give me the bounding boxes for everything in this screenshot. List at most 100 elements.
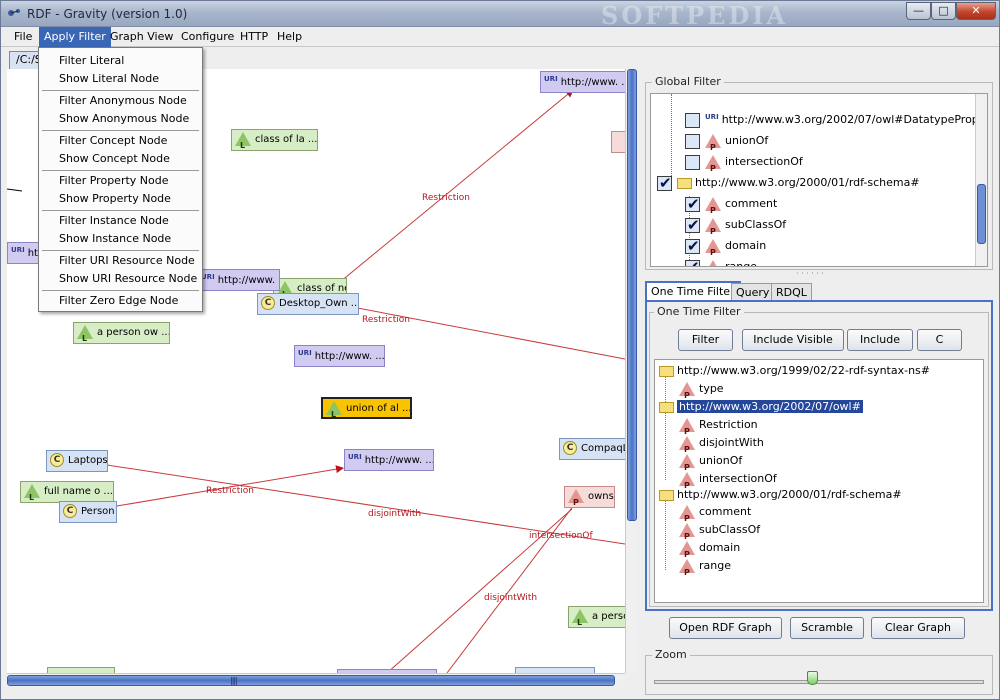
property-icon: P xyxy=(705,155,721,173)
menu-separator xyxy=(42,290,199,291)
literal-icon: L xyxy=(77,325,93,343)
open-rdf-graph-button[interactable]: Open RDF Graph xyxy=(669,617,782,639)
filter-button[interactable]: Filter xyxy=(678,329,733,351)
maximize-button[interactable]: □ xyxy=(931,2,956,20)
global-item-rdfschema[interactable]: http://www.w3.org/2000/01/rdf-schema# xyxy=(657,173,920,193)
checkbox[interactable] xyxy=(657,173,672,193)
zoom-slider-track[interactable] xyxy=(654,680,984,684)
menu-item-filter-concept-node[interactable]: Filter Concept Node xyxy=(59,134,168,147)
menu-item-filter-property-node[interactable]: Filter Property Node xyxy=(59,174,169,187)
menu-file[interactable]: File xyxy=(14,30,33,43)
global-filter-scrollbar[interactable] xyxy=(975,94,987,266)
graph-vertical-scrollbar[interactable] xyxy=(625,69,637,673)
edge-intersection xyxy=(446,500,578,673)
checkbox[interactable] xyxy=(685,134,700,149)
global-filter-scroll-thumb[interactable] xyxy=(977,184,986,244)
menu-separator xyxy=(42,90,199,91)
menu-item-show-instance-node[interactable]: Show Instance Node xyxy=(59,232,172,245)
include-visible-button[interactable]: Include Visible xyxy=(742,329,844,351)
literal-node-clipped-1[interactable] xyxy=(47,667,115,673)
splitter[interactable]: · · · · · · xyxy=(641,269,997,281)
edge-restriction-2 xyxy=(346,305,625,360)
ot-item-rdf-schema[interactable]: http://www.w3.org/2000/01/rdf-schema# xyxy=(659,485,902,505)
menu-http[interactable]: HTTP xyxy=(240,30,269,43)
checkbox[interactable] xyxy=(685,155,700,170)
one-time-filter-tree[interactable]: http://www.w3.org/1999/02/22-rdf-syntax-… xyxy=(654,359,984,603)
checkbox[interactable] xyxy=(685,257,700,266)
menu-item-filter-zero-edge-node[interactable]: Filter Zero Edge Node xyxy=(59,294,179,307)
checkbox[interactable] xyxy=(685,113,700,128)
zoom-slider-thumb[interactable] xyxy=(807,671,818,685)
menu-item-show-concept-node[interactable]: Show Concept Node xyxy=(59,152,170,165)
menu-item-show-literal-node[interactable]: Show Literal Node xyxy=(59,72,159,85)
property-node-edge[interactable] xyxy=(611,131,625,153)
c-button[interactable]: C xyxy=(917,329,962,351)
property-icon: P xyxy=(705,218,721,236)
scramble-button[interactable]: Scramble xyxy=(790,617,864,639)
menu-apply-filter[interactable]: Apply Filter xyxy=(39,27,111,47)
property-icon: P xyxy=(679,418,695,436)
graph-horizontal-scrollbar[interactable]: |||| xyxy=(7,673,625,687)
ot-item-rdf-syntax[interactable]: http://www.w3.org/1999/02/22-rdf-syntax-… xyxy=(659,361,930,381)
menu-help[interactable]: Help xyxy=(277,30,303,43)
graph-horizontal-scroll-thumb[interactable]: |||| xyxy=(7,675,615,686)
minimize-button[interactable]: — xyxy=(906,2,931,20)
graph-vertical-scroll-thumb[interactable] xyxy=(627,69,637,521)
menu-item-filter-anonymous-node[interactable]: Filter Anonymous Node xyxy=(59,94,187,107)
include-button[interactable]: Include xyxy=(847,329,913,351)
literal-node-aperson[interactable]: La perso xyxy=(568,606,625,628)
menu-item-show-property-node[interactable]: Show Property Node xyxy=(59,192,171,205)
menu-configure[interactable]: Configure xyxy=(181,30,235,43)
checkbox[interactable] xyxy=(685,215,700,235)
menu-item-filter-literal[interactable]: Filter Literal xyxy=(59,54,125,67)
tab-rdql[interactable]: RDQL xyxy=(771,283,812,302)
title-bar[interactable]: RDF - Gravity (version 1.0) SOFTPEDIA — … xyxy=(1,1,999,30)
ot-item-owl[interactable]: http://www.w3.org/2002/07/owl# xyxy=(659,397,863,417)
concept-node-clipped[interactable] xyxy=(515,667,595,673)
uri-node-clipped[interactable] xyxy=(337,669,437,673)
literal-icon: L xyxy=(326,401,342,417)
menu-graph-view[interactable]: Graph View xyxy=(110,30,174,43)
menu-item-filter-instance-node[interactable]: Filter Instance Node xyxy=(59,214,169,227)
menu-item-show-uri-resource-node[interactable]: Show URI Resource Node xyxy=(59,272,198,285)
checkbox[interactable] xyxy=(685,194,700,214)
tab-query[interactable]: Query xyxy=(731,283,775,302)
tab-one-time-filter[interactable]: One Time Filter xyxy=(645,281,741,300)
menu-item-filter-uri-resource-node[interactable]: Filter URI Resource Node xyxy=(59,254,195,267)
clear-graph-button[interactable]: Clear Graph xyxy=(871,617,965,639)
checkbox[interactable] xyxy=(685,236,700,256)
menu-item-show-anonymous-node[interactable]: Show Anonymous Node xyxy=(59,112,190,125)
close-button[interactable]: ✕ xyxy=(956,2,996,20)
